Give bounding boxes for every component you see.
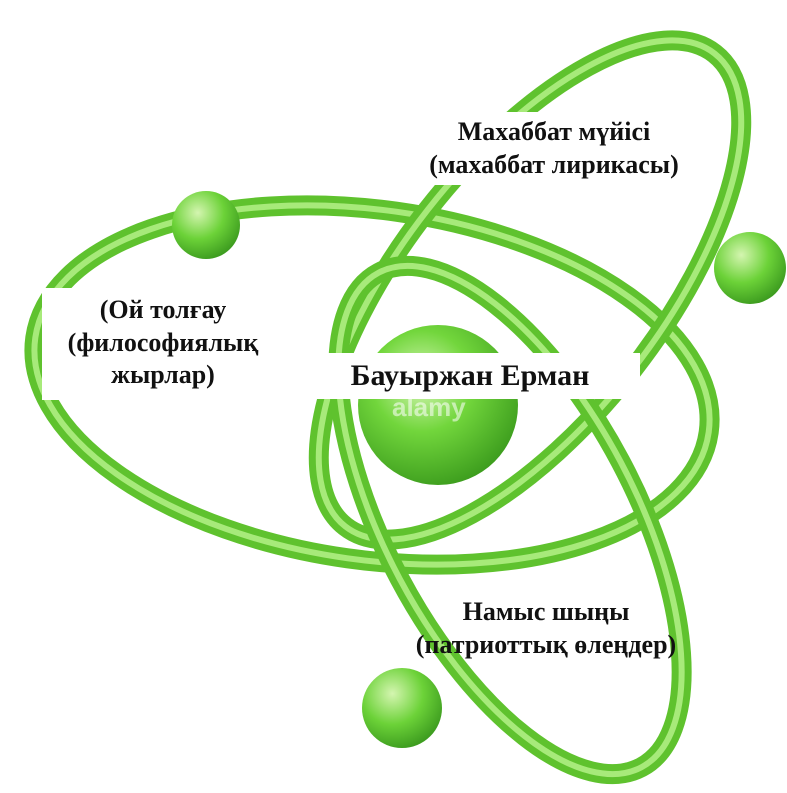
topic-label-thought: (Ой толғау (философиялық жырлар) xyxy=(42,288,284,400)
center-label-text: Бауыржан Ерман xyxy=(300,357,640,395)
orbit-upper-right xyxy=(243,0,787,606)
topic-thought-line-1: (Ой толғау xyxy=(42,294,284,327)
center-label: Бауыржан Ерман xyxy=(300,353,640,399)
topic-love-line-1: Махаббат мүйісі xyxy=(398,116,710,149)
topic-label-honor: Намыс шыңы (патриоттық өлеңдер) xyxy=(378,592,714,665)
nucleus xyxy=(358,325,518,485)
topic-thought-line-3: жырлар) xyxy=(42,359,284,392)
topic-love-line-2: (махаббат лирикасы) xyxy=(398,149,710,182)
electron-node-right xyxy=(714,232,786,304)
topic-honor-line-1: Намыс шыңы xyxy=(378,596,714,629)
electron-node-bottom xyxy=(362,668,442,748)
electron-node-left xyxy=(172,191,240,259)
topic-label-love: Махаббат мүйісі (махаббат лирикасы) xyxy=(398,112,710,185)
topic-thought-line-2: (философиялық xyxy=(42,327,284,360)
topic-honor-line-2: (патриоттық өлеңдер) xyxy=(378,629,714,662)
